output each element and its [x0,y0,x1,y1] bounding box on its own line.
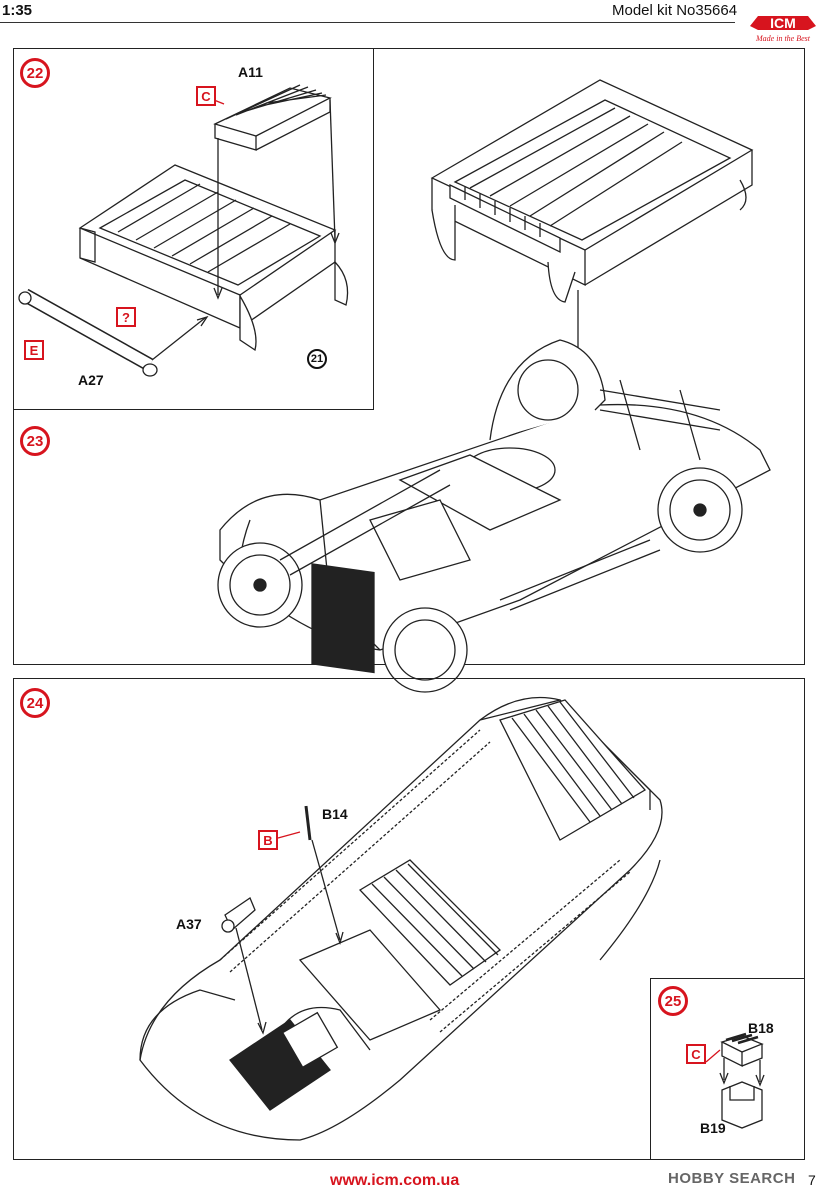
header-rule [0,22,735,23]
step-number-22: 22 [20,58,50,88]
step-number-23: 23 [20,426,50,456]
part-label-b14: B14 [322,806,348,822]
part-label-b19: B19 [700,1120,726,1136]
part-label-a27: A27 [78,372,104,388]
sprue-badge-question: ? [116,307,136,327]
svg-text:ICM: ICM [770,15,796,31]
sprue-badge-c-step25: C [686,1044,706,1064]
sprue-badge-b: B [258,830,278,850]
part-label-b18: B18 [748,1020,774,1036]
model-kit-number: Model kit No35664 [612,2,738,19]
panel-step-24 [13,678,805,1160]
part-label-a11: A11 [238,64,263,80]
sprue-badge-e: E [24,340,44,360]
watermark-text: HOBBY SEARCH [668,1170,796,1187]
svg-text:Made in the Best: Made in the Best [755,34,811,43]
step-number-24: 24 [20,688,50,718]
icm-logo: ICM Made in the Best [750,15,816,43]
page-header: 1:35 Model kit No35664 ICM Made in the B… [0,0,824,43]
sprue-badge-c: C [196,86,216,106]
part-label-a37: A37 [176,916,202,932]
scale-label: 1:35 [2,2,33,19]
step-number-25: 25 [658,986,688,1016]
footer-url[interactable]: www.icm.com.ua [330,1172,460,1189]
page-number: 7 [808,1172,816,1188]
panel-step-22 [13,48,374,410]
ref-step-21: 21 [307,349,327,369]
